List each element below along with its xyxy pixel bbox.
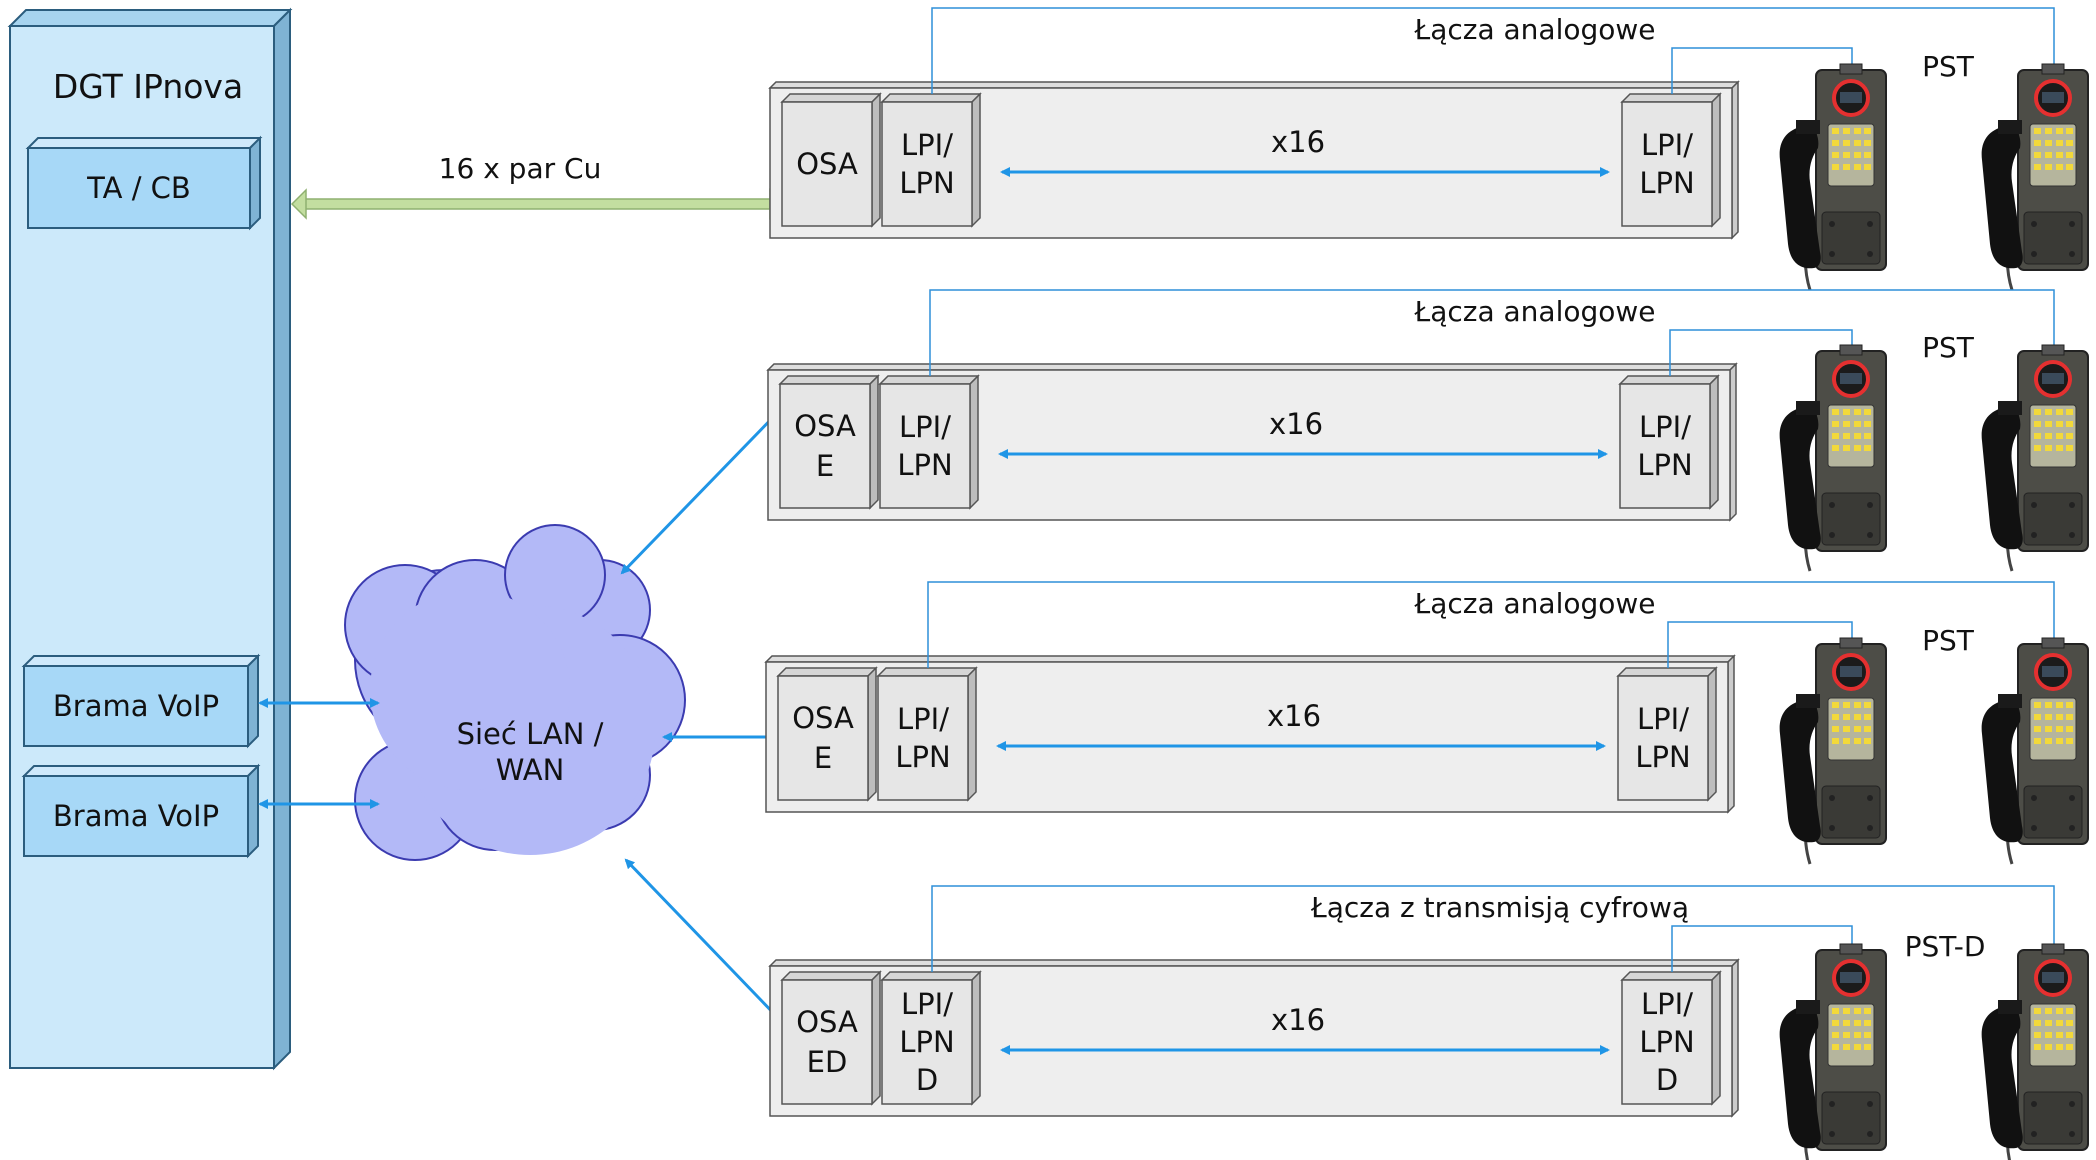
- arrow-cloud-rack4: [624, 858, 784, 1024]
- voip-gateway-1: [21, 653, 261, 749]
- rack-2-link-label: Łącza analogowe: [1413, 295, 1655, 328]
- rack-4-lpi-right-label-line-1: LPN: [1639, 1025, 1694, 1059]
- rack-3-phone-label: PST: [1922, 624, 1975, 657]
- rack-4-line-far: [931, 885, 2055, 972]
- rack-1-lpi-left-label-line-1: LPN: [899, 166, 954, 200]
- rack-1-phone-2-icon: [1979, 62, 2090, 292]
- rack-1-phone-1-icon: [1777, 62, 1888, 292]
- rack-2-osa-label-line-0: OSA: [794, 409, 856, 443]
- rack-1-lpi-right-module: [1620, 92, 1722, 228]
- rack-4-osa-label-line-0: OSA: [796, 1005, 858, 1039]
- rack-3-line-near: [1667, 621, 1853, 668]
- rack-2-phone-label: PST: [1922, 331, 1975, 364]
- rack-3-phone-2-icon: [1979, 636, 2090, 866]
- rack-2-lpi-right-label-line-1: LPN: [1637, 448, 1692, 482]
- rack-3-osa-label-line-1: E: [814, 741, 832, 775]
- rack-2-osa-label-line-1: E: [816, 449, 834, 483]
- cu-pair-link: [290, 188, 786, 220]
- rack-4-phone-label: PST-D: [1905, 930, 1986, 963]
- dgt-ipnova-title: DGT IPnova: [53, 67, 243, 106]
- ta-cb-box: [25, 135, 263, 231]
- rack-3-osa-module: [776, 666, 878, 802]
- rack-1-lpi-left-label-line-0: LPI/: [901, 128, 953, 162]
- rack-3-lpi-right-label-line-1: LPN: [1635, 740, 1690, 774]
- rack-4-lpi-left-label-line-0: LPI/: [901, 987, 953, 1021]
- rack-1-lpi-left-module: [880, 92, 982, 228]
- rack-1-lpi-right-label-line-1: LPN: [1639, 166, 1694, 200]
- voip-gateway-1-label: Brama VoIP: [53, 689, 219, 723]
- rack-3-link-label: Łącza analogowe: [1413, 587, 1655, 620]
- voip-gateway-2: [21, 763, 261, 859]
- rack-4-lpi-right-label-line-0: LPI/: [1641, 987, 1693, 1021]
- rack-3-lpi-left-label-line-0: LPI/: [897, 702, 949, 736]
- rack-2-multiplier: x16: [1269, 407, 1323, 441]
- rack-3-lpi-right-module: [1616, 666, 1718, 802]
- rack-4-lpi-right-module: [1620, 970, 1722, 1106]
- lan-wan-cloud: [344, 524, 686, 861]
- rack-4-phone-2-icon: [1979, 942, 2090, 1160]
- rack-1-line-near: [1671, 47, 1853, 94]
- rack-2-phone-1-icon: [1777, 343, 1888, 573]
- rack-4-lpi-left-label-line-2: D: [916, 1063, 938, 1097]
- rack-1-osa-module: [780, 92, 882, 228]
- rack-4-lpi-right-label-line-2: D: [1656, 1063, 1678, 1097]
- rack-4-osa-module: [780, 970, 882, 1106]
- rack-3-lpi-left-label-line-1: LPN: [895, 740, 950, 774]
- rack-2-line-near: [1669, 329, 1853, 376]
- arrow-cloud-rack2: [620, 406, 784, 575]
- ta-cb-label: TA / CB: [86, 171, 191, 205]
- rack-4-multiplier: x16: [1271, 1003, 1325, 1037]
- rack-1-lpi-right-label-line-0: LPI/: [1641, 128, 1693, 162]
- rack-4-phone-1-icon: [1777, 942, 1888, 1160]
- rack-4-lpi-left-label-line-1: LPN: [899, 1025, 954, 1059]
- cloud-label-line2: WAN: [496, 753, 565, 787]
- rack-3-osa-label-line-0: OSA: [792, 701, 854, 735]
- voip-gateway-2-label: Brama VoIP: [53, 799, 219, 833]
- rack-2-phone-2-icon: [1979, 343, 2090, 573]
- rack-2-lpi-left-module: [878, 374, 980, 510]
- rack-2-lpi-left-label-line-0: LPI/: [899, 410, 951, 444]
- rack-1-line-far: [931, 7, 2055, 94]
- rack-3-lpi-right-label-line-0: LPI/: [1637, 702, 1689, 736]
- rack-4-lpi-left-module: [880, 970, 982, 1106]
- rack-2-lpi-left-label-line-1: LPN: [897, 448, 952, 482]
- rack-1-multiplier: x16: [1271, 125, 1325, 159]
- cloud-label-line1: Sieć LAN /: [457, 717, 604, 751]
- rack-1-link-label: Łącza analogowe: [1413, 13, 1655, 46]
- rack-2-lpi-right-label-line-0: LPI/: [1639, 410, 1691, 444]
- cu-pair-label: 16 x par Cu: [439, 152, 602, 185]
- rack-1-phone-label: PST: [1922, 50, 1975, 83]
- rack-2-lpi-right-module: [1618, 374, 1720, 510]
- rack-4-line-near: [1671, 925, 1853, 972]
- rack-4-osa-label-line-1: ED: [807, 1045, 848, 1079]
- rack-4-link-label: Łącza z transmisją cyfrową: [1310, 891, 1689, 924]
- rack-3-line-far: [927, 581, 2055, 668]
- rack-1-osa-label-line-0: OSA: [796, 147, 858, 181]
- rack-3-lpi-left-module: [876, 666, 978, 802]
- rack-3-phone-1-icon: [1777, 636, 1888, 866]
- rack-2-line-far: [929, 289, 2055, 376]
- rack-2-osa-module: [778, 374, 880, 510]
- rack-3-multiplier: x16: [1267, 699, 1321, 733]
